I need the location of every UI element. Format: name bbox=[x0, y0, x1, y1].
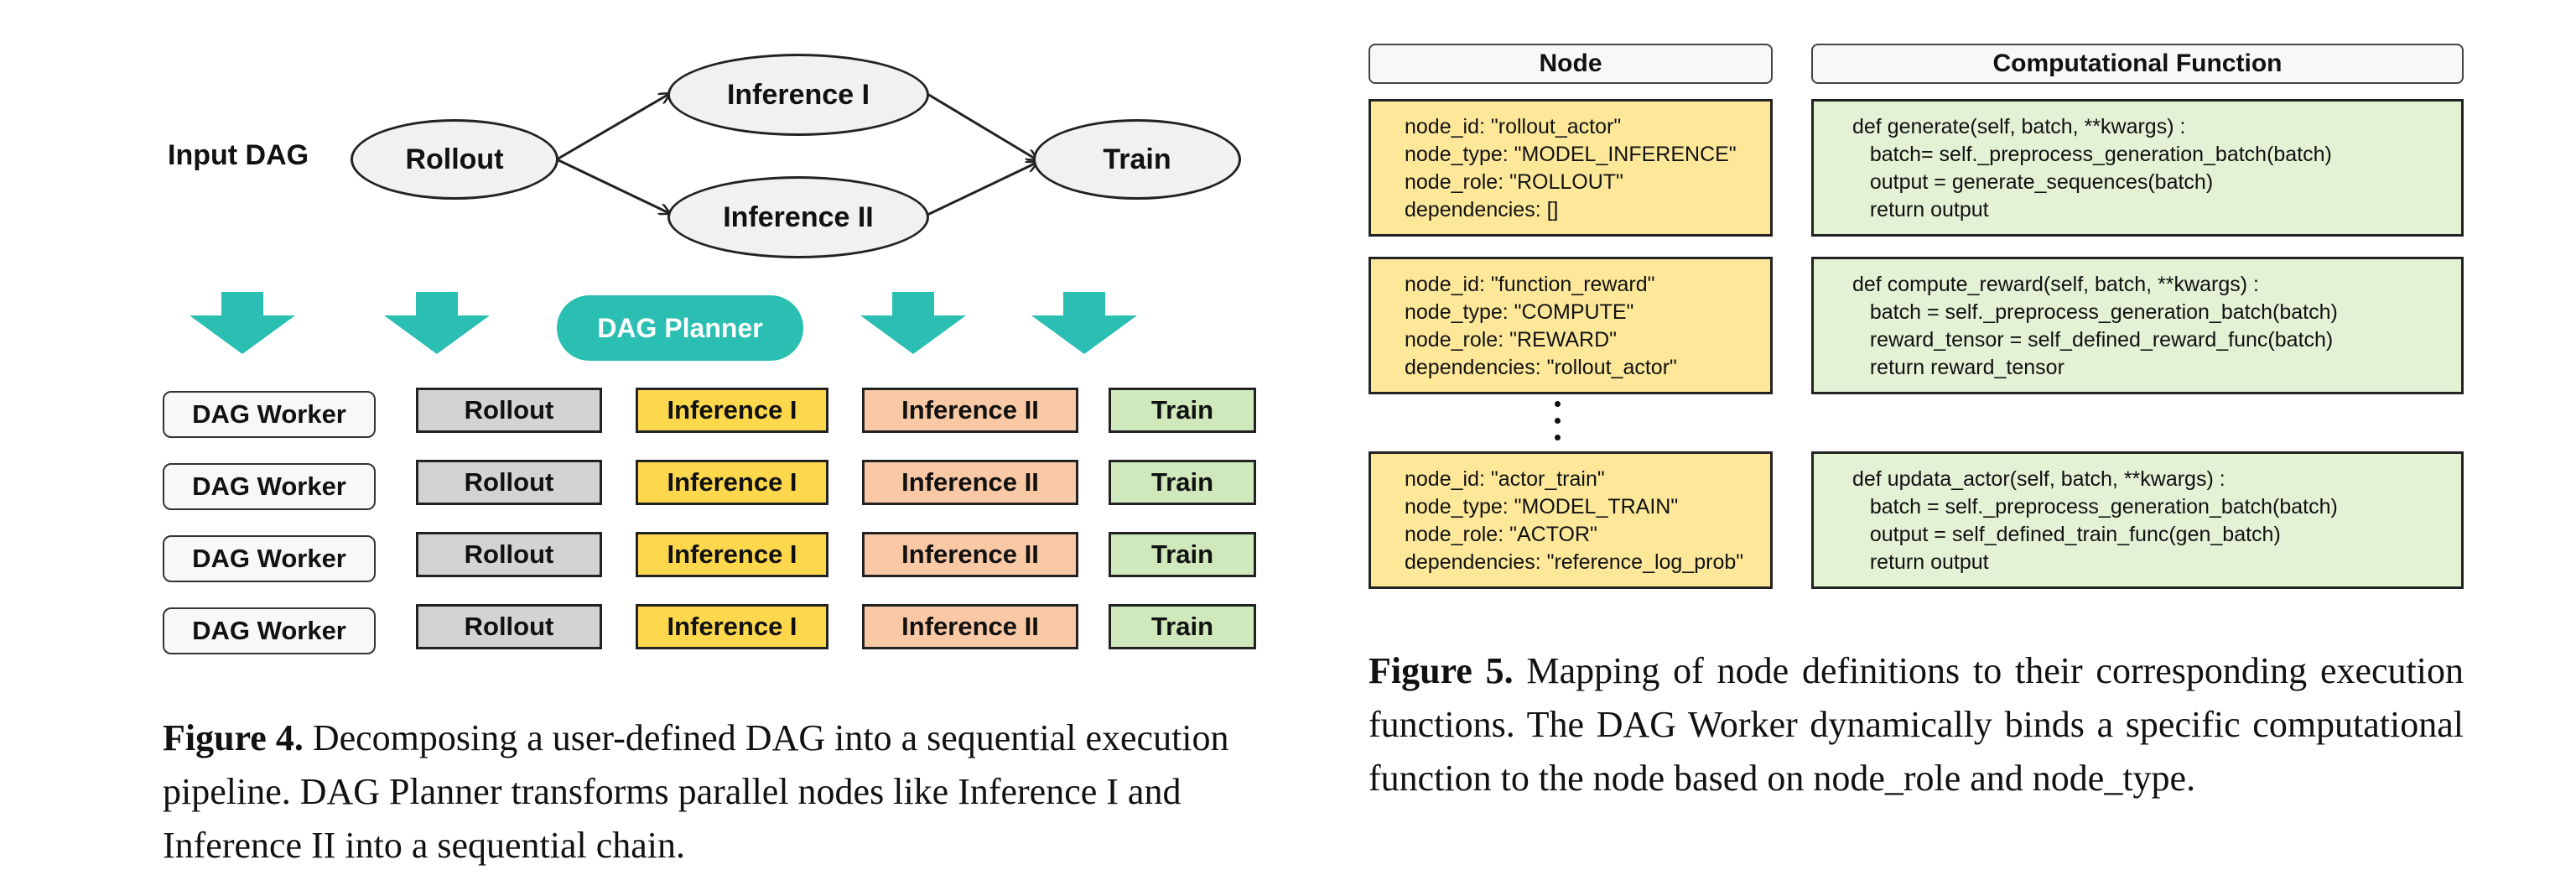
vertical-ellipsis-icon bbox=[1550, 398, 1566, 445]
stage-inference-1: Inference I bbox=[636, 460, 828, 505]
code-line: def compute_reward(self, batch, **kwargs… bbox=[1852, 273, 2259, 296]
worker-row: DAG Worker Rollout Inference I Inference… bbox=[0, 604, 1308, 654]
worker-row: DAG Worker Rollout Inference I Inference… bbox=[0, 388, 1308, 438]
down-arrow-icon bbox=[190, 292, 295, 354]
stage-rollout: Rollout bbox=[416, 532, 602, 577]
dag-node-inference-1: Inference I bbox=[667, 54, 929, 136]
column-header-node: Node bbox=[1368, 44, 1773, 84]
edge-rollout-inference2 bbox=[556, 158, 669, 213]
node-field: node_type: "MODEL_TRAIN" bbox=[1405, 495, 1679, 518]
figure-5-caption-label: Figure 5. bbox=[1368, 650, 1514, 691]
stage-inference-1: Inference I bbox=[636, 388, 828, 433]
node-definition-box: node_id: "actor_train" node_type: "MODEL… bbox=[1368, 451, 1773, 589]
dag-node-rollout: Rollout bbox=[351, 119, 558, 200]
figure-5-caption-text: Mapping of node definitions to their cor… bbox=[1368, 650, 2464, 799]
stage-inference-2: Inference II bbox=[862, 388, 1078, 433]
code-line: batch= self._preprocess_generation_batch… bbox=[1852, 143, 2332, 166]
function-code-box: def compute_reward(self, batch, **kwargs… bbox=[1811, 257, 2464, 394]
code-line: return output bbox=[1852, 550, 1989, 574]
function-code-box: def updata_actor(self, batch, **kwargs) … bbox=[1811, 451, 2464, 589]
node-field: dependencies: "rollout_actor" bbox=[1405, 356, 1677, 379]
code-line: output = self_defined_train_func(gen_bat… bbox=[1852, 523, 2281, 546]
node-field: node_type: "COMPUTE" bbox=[1405, 300, 1634, 324]
dag-worker-label: DAG Worker bbox=[163, 391, 376, 438]
stage-rollout: Rollout bbox=[416, 604, 602, 649]
code-line: def generate(self, batch, **kwargs) : bbox=[1852, 115, 2186, 138]
code-line: batch = self._preprocess_generation_batc… bbox=[1852, 300, 2338, 324]
column-header-function: Computational Function bbox=[1811, 44, 2464, 84]
stage-rollout: Rollout bbox=[416, 388, 602, 433]
node-field: node_role: "ACTOR" bbox=[1405, 523, 1597, 546]
node-definition-box: node_id: "rollout_actor" node_type: "MOD… bbox=[1368, 99, 1773, 237]
worker-row: DAG Worker Rollout Inference I Inference… bbox=[0, 532, 1308, 582]
code-line: return output bbox=[1852, 198, 1989, 221]
worker-row: DAG Worker Rollout Inference I Inference… bbox=[0, 460, 1308, 510]
stage-inference-1: Inference I bbox=[636, 532, 828, 577]
node-field: node_id: "actor_train" bbox=[1405, 467, 1605, 491]
figure-4-caption-label: Figure 4. bbox=[163, 717, 304, 758]
node-field: node_type: "MODEL_INFERENCE" bbox=[1405, 143, 1737, 166]
node-field: node_role: "ROLLOUT" bbox=[1405, 170, 1623, 194]
figure-5-caption: Figure 5. Mapping of node definitions to… bbox=[1368, 644, 2464, 805]
down-arrow-icon bbox=[1031, 292, 1137, 354]
node-field: node_id: "function_reward" bbox=[1405, 273, 1655, 296]
node-definition-box: node_id: "function_reward" node_type: "C… bbox=[1368, 257, 1773, 394]
edge-inference1-train bbox=[927, 92, 1036, 159]
edge-rollout-inference1 bbox=[556, 94, 669, 161]
code-line: return reward_tensor bbox=[1852, 356, 2064, 379]
dag-node-train: Train bbox=[1033, 119, 1241, 200]
dag-edges bbox=[556, 0, 1308, 216]
dag-worker-label: DAG Worker bbox=[163, 607, 376, 654]
stage-inference-2: Inference II bbox=[862, 532, 1078, 577]
node-field: node_id: "rollout_actor" bbox=[1405, 115, 1622, 138]
code-line: output = generate_sequences(batch) bbox=[1852, 170, 2214, 194]
function-code-box: def generate(self, batch, **kwargs) : ba… bbox=[1811, 99, 2464, 237]
stage-train: Train bbox=[1109, 388, 1256, 433]
edge-inference2-train bbox=[927, 163, 1036, 216]
code-line: batch = self._preprocess_generation_batc… bbox=[1852, 495, 2338, 518]
node-field: dependencies: [] bbox=[1405, 198, 1559, 221]
stage-train: Train bbox=[1109, 604, 1256, 649]
stage-train: Train bbox=[1109, 532, 1256, 577]
figure-4-caption-text: Decomposing a user-defined DAG into a se… bbox=[163, 717, 1229, 866]
code-line: reward_tensor = self_defined_reward_func… bbox=[1852, 328, 2334, 352]
node-field: dependencies: "reference_log_prob" bbox=[1405, 550, 1744, 574]
figure-4-caption: Figure 4. Decomposing a user-defined DAG… bbox=[163, 711, 1270, 873]
dag-worker-label: DAG Worker bbox=[163, 535, 376, 582]
stage-inference-2: Inference II bbox=[862, 604, 1078, 649]
node-field: node_role: "REWARD" bbox=[1405, 328, 1618, 352]
dag-node-inference-2: Inference II bbox=[667, 176, 929, 258]
stage-inference-2: Inference II bbox=[862, 460, 1078, 505]
dag-worker-label: DAG Worker bbox=[163, 463, 376, 510]
dag-planner-badge: DAG Planner bbox=[557, 295, 803, 361]
stage-rollout: Rollout bbox=[416, 460, 602, 505]
stage-inference-1: Inference I bbox=[636, 604, 828, 649]
stage-train: Train bbox=[1109, 460, 1256, 505]
input-dag-label: Input DAG bbox=[168, 139, 309, 171]
code-line: def updata_actor(self, batch, **kwargs) … bbox=[1852, 467, 2225, 491]
down-arrow-icon bbox=[384, 292, 490, 354]
down-arrow-icon bbox=[860, 292, 966, 354]
